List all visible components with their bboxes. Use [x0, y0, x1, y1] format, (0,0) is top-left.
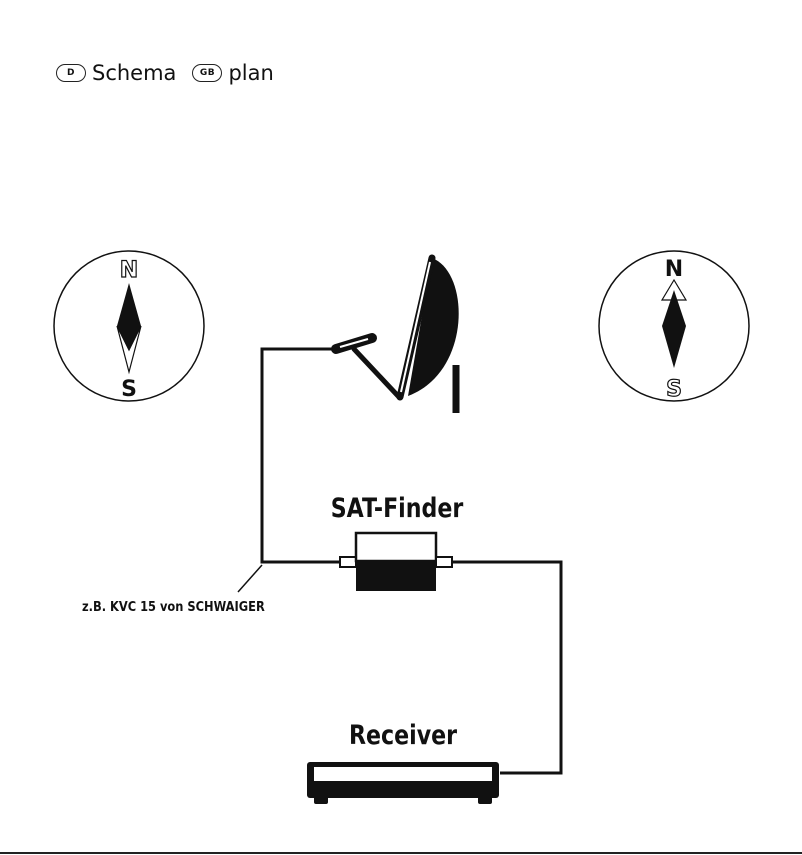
- lang-badge-de: D: [56, 64, 86, 82]
- cable-lnb-to-finder: [260, 347, 340, 564]
- bottom-rule: [0, 852, 802, 854]
- header-word-de: Schema: [92, 61, 177, 85]
- sat-finder-device-icon: [339, 531, 453, 591]
- receiver-box-icon: [307, 762, 499, 804]
- finder-connector-left: [339, 556, 357, 568]
- page-header: D Schema GB plan: [56, 58, 284, 88]
- compass-right-needle-filled: [662, 290, 686, 368]
- compass-left-icon: N S: [53, 250, 205, 402]
- receiver-foot-right: [478, 796, 492, 804]
- compass-left-needle-open: [116, 325, 142, 375]
- compass-right-north: N: [665, 257, 683, 282]
- receiver-panel: [314, 767, 492, 781]
- lnb-head-highlight: [339, 338, 369, 348]
- cable-finder-to-receiver: [452, 560, 563, 775]
- dish-rim-highlight: [400, 261, 431, 393]
- compass-left-north: N: [120, 258, 138, 283]
- sat-finder-label: SAT-Finder: [331, 492, 464, 524]
- cable-leader-line: [237, 564, 263, 593]
- dish-reflector: [408, 258, 459, 396]
- receiver-label: Receiver: [349, 719, 458, 751]
- compass-right-icon: N S: [598, 250, 750, 403]
- dish-arm: [351, 346, 402, 400]
- satellite-dish-icon: [331, 254, 460, 413]
- lang-badge-gb: GB: [192, 64, 223, 82]
- finder-connector-right: [435, 556, 453, 568]
- finder-bottom-housing: [356, 561, 436, 591]
- compass-right-south: S: [666, 377, 682, 402]
- cable-label: z.B. KVC 15 von SCHWAIGER: [82, 599, 265, 614]
- receiver-foot-left: [314, 796, 328, 804]
- compass-left-needle-filled: [117, 283, 141, 350]
- compass-left-south: S: [121, 377, 137, 402]
- finder-top-housing: [354, 531, 438, 563]
- header-word-gb: plan: [228, 61, 274, 85]
